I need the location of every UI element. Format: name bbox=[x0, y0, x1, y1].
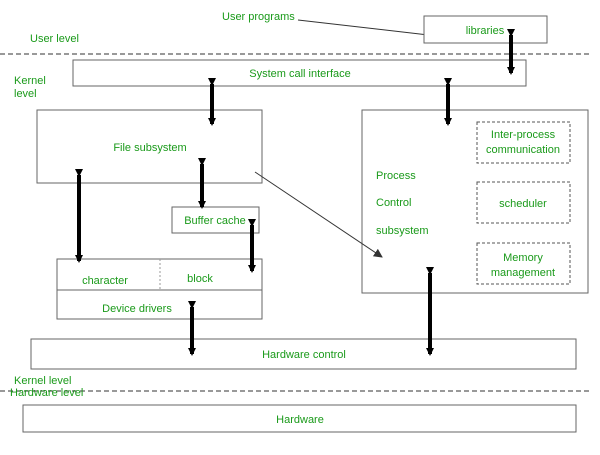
kernel-level-bottom-label: Kernel level bbox=[14, 375, 71, 387]
hardware-box bbox=[22, 404, 577, 433]
character-label: character bbox=[82, 275, 128, 287]
process-label-line1: Process bbox=[376, 170, 416, 182]
file-to-process-arrow bbox=[254, 171, 383, 258]
kernel-level-label-line2: level bbox=[14, 88, 37, 100]
user-programs-label: User programs bbox=[222, 11, 295, 23]
kernel-level-label-line1: Kernel bbox=[14, 75, 46, 87]
process-label-line2: Control bbox=[376, 197, 411, 209]
inter-process-communication-box bbox=[476, 121, 571, 164]
user-level-label: User level bbox=[30, 33, 79, 45]
libraries-box bbox=[423, 15, 548, 44]
ipc-label-line2: communication bbox=[486, 144, 560, 156]
system-call-interface-label: System call interface bbox=[249, 68, 350, 80]
memory-label-line2: management bbox=[491, 267, 555, 279]
process-label-line3: subsystem bbox=[376, 225, 429, 237]
hardware-control-label: Hardware control bbox=[262, 349, 346, 361]
hardware-label: Hardware bbox=[276, 414, 324, 426]
scheduler-box bbox=[476, 181, 571, 224]
user-programs-arrow bbox=[297, 19, 438, 40]
device-drivers-label: Device drivers bbox=[102, 303, 172, 315]
scheduler-label: scheduler bbox=[499, 198, 547, 210]
memory-label-line1: Memory bbox=[503, 252, 543, 264]
buffer-cache-label: Buffer cache bbox=[184, 215, 246, 227]
hardware-control-box bbox=[30, 338, 577, 370]
libraries-label: libraries bbox=[466, 25, 505, 37]
hardware-level-label: Hardware level bbox=[10, 387, 83, 399]
block-label: block bbox=[187, 273, 213, 285]
buffer-cache-box bbox=[171, 206, 260, 234]
ipc-label-line1: Inter-process bbox=[491, 129, 556, 141]
file-subsystem-label: File subsystem bbox=[113, 142, 186, 154]
file-subsystem-box bbox=[36, 109, 263, 184]
memory-management-box bbox=[476, 242, 571, 285]
